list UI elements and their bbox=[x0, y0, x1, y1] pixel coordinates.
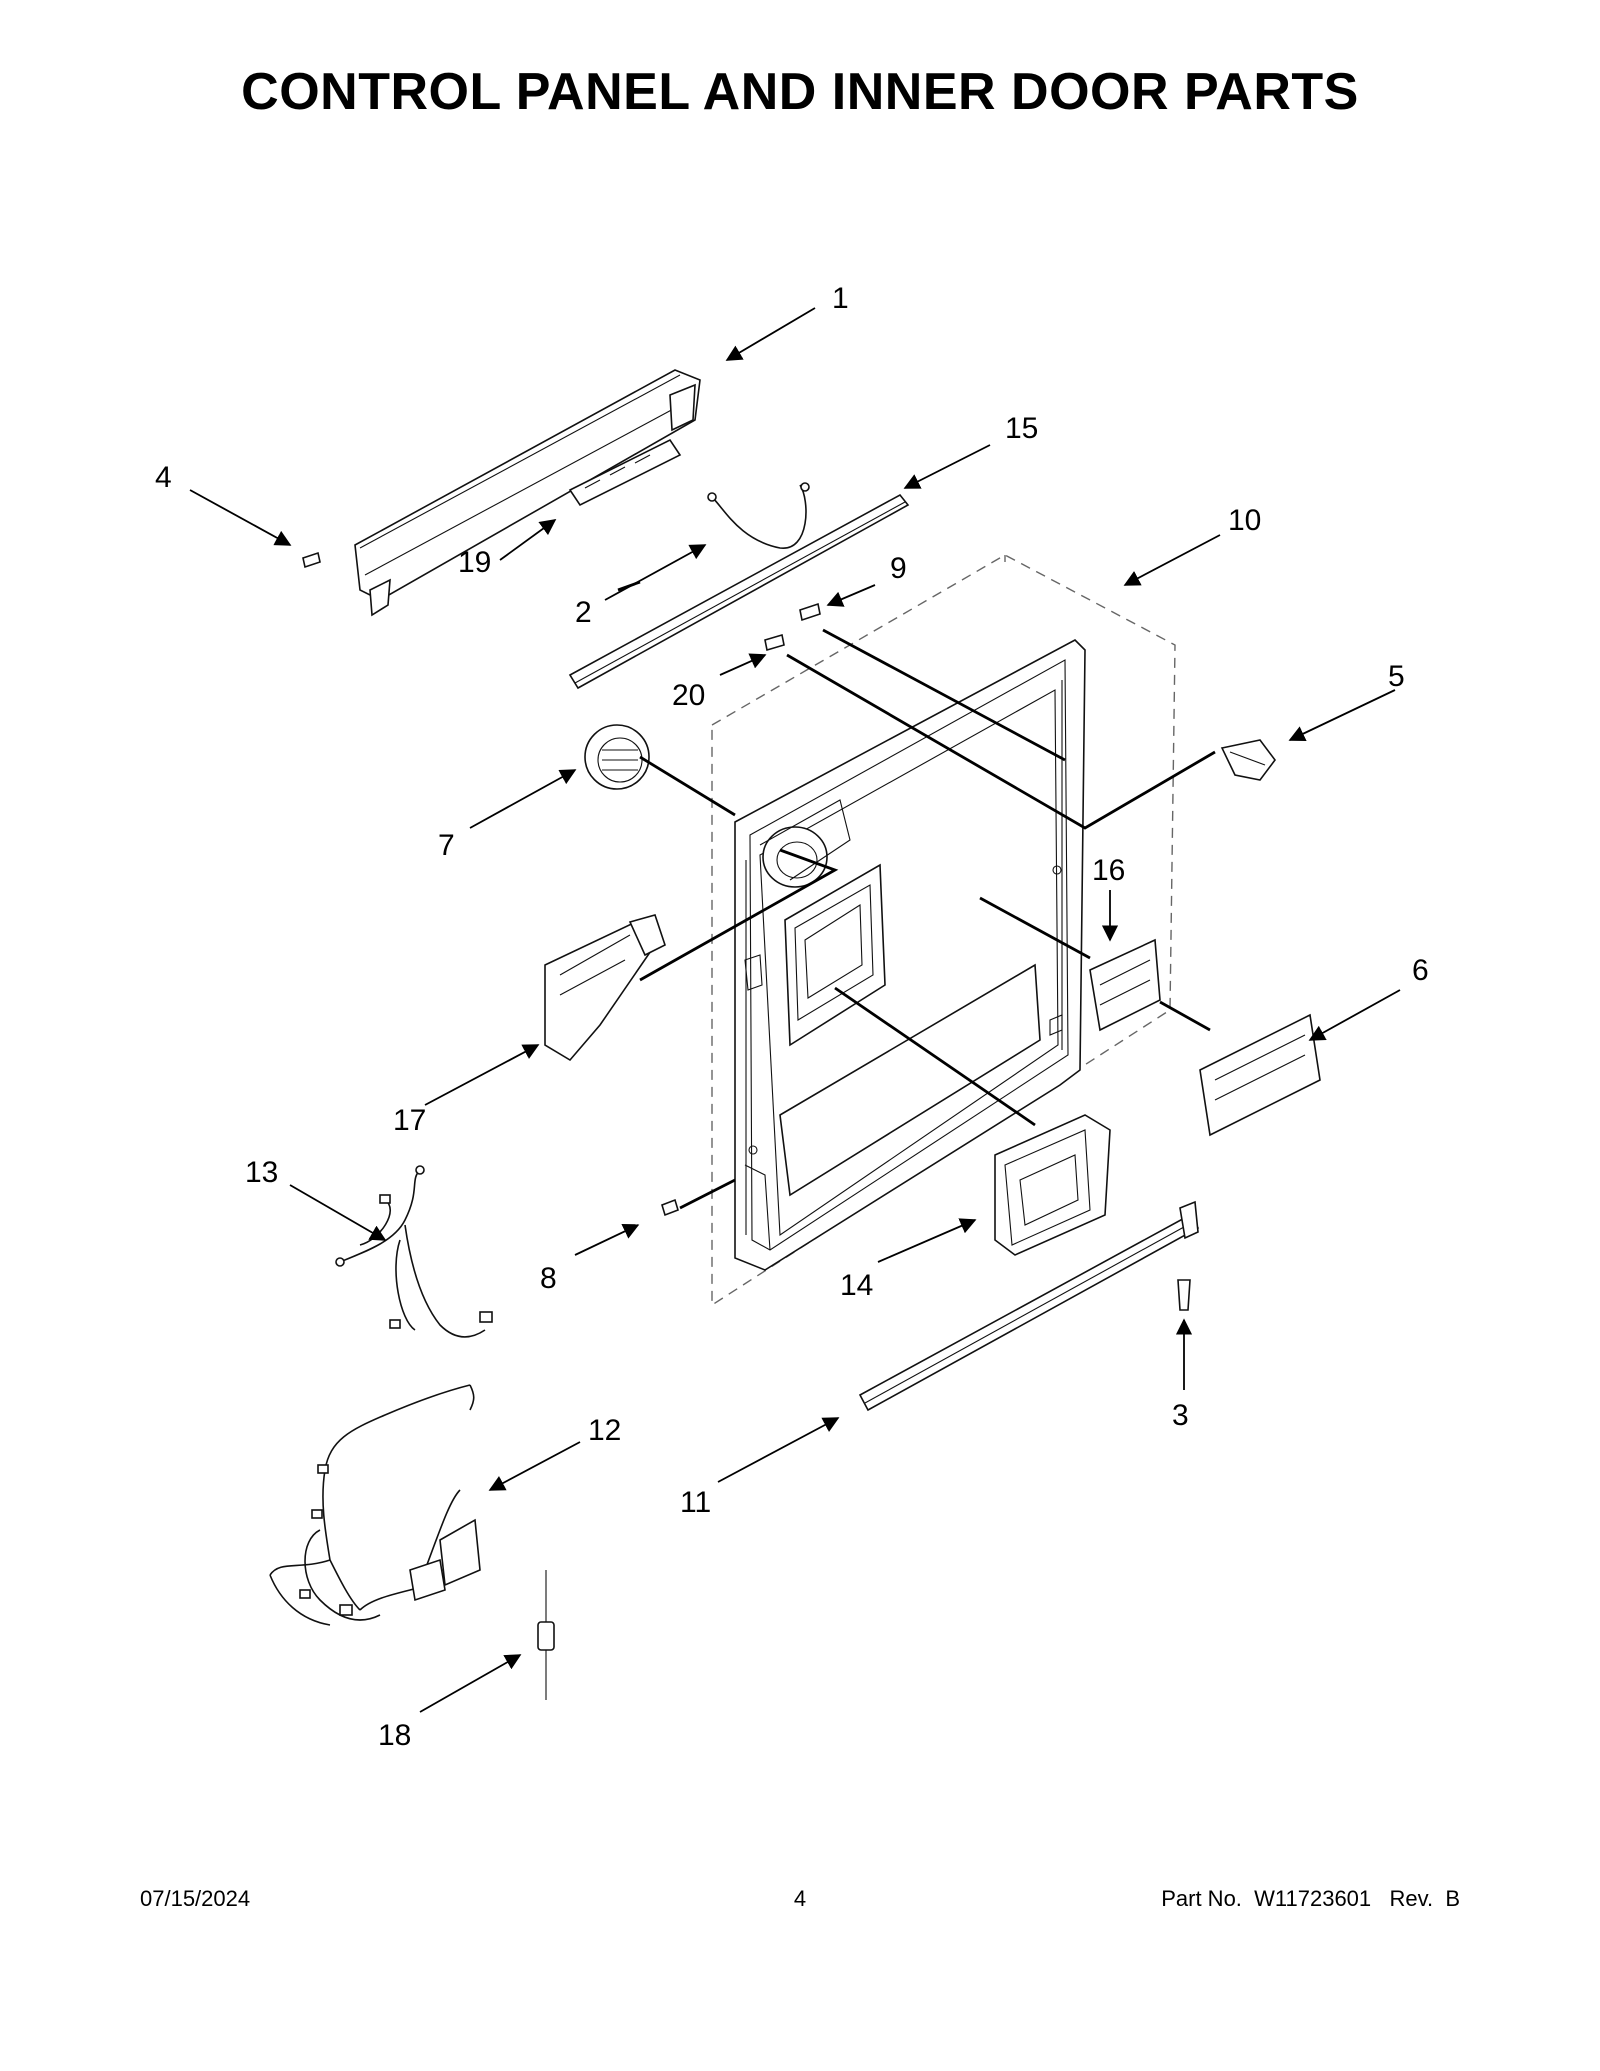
wire-harness-part-12 bbox=[269, 1384, 481, 1626]
callout-1: 1 bbox=[832, 282, 849, 315]
callout-9: 9 bbox=[890, 552, 907, 585]
callout-18: 18 bbox=[378, 1719, 411, 1752]
vent-module-part-6 bbox=[1199, 1013, 1321, 1137]
callout-3: 3 bbox=[1172, 1399, 1189, 1432]
callout-11: 11 bbox=[680, 1486, 711, 1519]
fuse-part-18 bbox=[537, 1570, 555, 1700]
leader-arrows bbox=[189, 307, 1401, 1713]
callout-20: 20 bbox=[672, 679, 705, 712]
callout-13: 13 bbox=[245, 1156, 278, 1189]
callout-8: 8 bbox=[540, 1262, 557, 1295]
screw-part-4 bbox=[302, 551, 321, 569]
screw-part-8 bbox=[661, 1198, 679, 1217]
screw-part-3 bbox=[1177, 1279, 1191, 1311]
user-interface-part-19 bbox=[568, 438, 682, 507]
callout-14: 14 bbox=[840, 1269, 873, 1302]
door-panel-outline bbox=[711, 554, 1176, 1307]
footer-date: 07/15/2024 bbox=[140, 1886, 251, 1911]
screw-part-20 bbox=[764, 633, 785, 652]
footer-page-number: 4 bbox=[793, 1886, 807, 1911]
wire-part-2 bbox=[707, 482, 810, 549]
footer-part-number: Part No. W11723601 Rev. B bbox=[1161, 1886, 1460, 1911]
callout-12: 12 bbox=[588, 1414, 621, 1447]
dispenser-part-14 bbox=[994, 1114, 1111, 1256]
callout-19: 19 bbox=[458, 546, 491, 579]
callout-10: 10 bbox=[1228, 504, 1261, 537]
callout-labels: 1 15 4 19 10 9 2 20 5 7 16 6 17 13 8 14 … bbox=[155, 282, 1429, 1752]
gasket-part-15 bbox=[568, 493, 910, 690]
callout-5: 5 bbox=[1388, 660, 1405, 693]
callout-6: 6 bbox=[1412, 954, 1429, 987]
callout-4: 4 bbox=[155, 461, 172, 494]
inner-door-liner bbox=[734, 639, 1086, 1271]
callout-7: 7 bbox=[438, 829, 455, 862]
control-panel-part-1 bbox=[354, 369, 701, 617]
callout-2: 2 bbox=[575, 596, 592, 629]
latch-part-5 bbox=[1220, 739, 1276, 781]
page-title: CONTROL PANEL AND INNER DOOR PARTS bbox=[241, 63, 1359, 121]
wire-harness-part-13 bbox=[335, 1165, 493, 1338]
screw-part-9 bbox=[799, 602, 821, 622]
vent-part-7 bbox=[584, 724, 650, 790]
connector-lines bbox=[617, 580, 1216, 1210]
vent-housing-part-17 bbox=[544, 914, 666, 1062]
bottom-trim-part-11 bbox=[858, 1200, 1200, 1412]
callout-15: 15 bbox=[1005, 412, 1038, 445]
callout-16: 16 bbox=[1092, 854, 1125, 887]
callout-17: 17 bbox=[393, 1104, 426, 1137]
bracket-part-16 bbox=[1089, 938, 1161, 1032]
